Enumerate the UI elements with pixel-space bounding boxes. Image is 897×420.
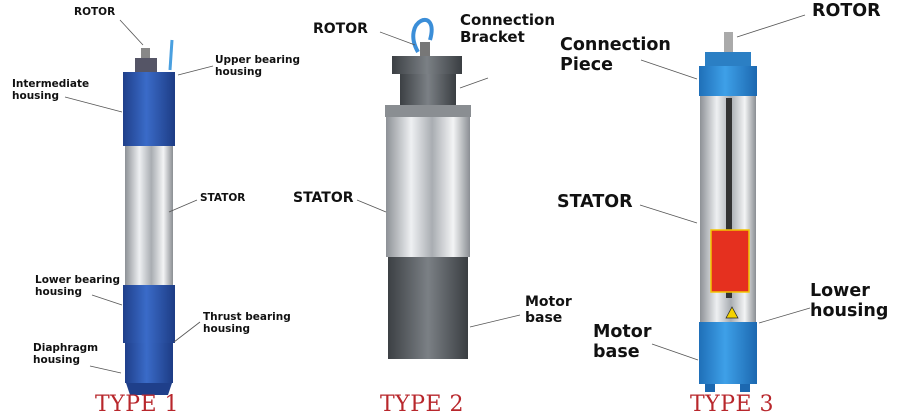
type2-motor-base-label: Motor base (525, 294, 572, 326)
leader-lines (64, 14, 811, 374)
type3-motor-base-label: Motor base (593, 322, 652, 362)
type3-title: TYPE 3 (690, 392, 775, 417)
type1-title: TYPE 1 (95, 392, 180, 417)
type1-stator-label: STATOR (200, 192, 246, 204)
type1-thrust-bearing-label: Thrust bearing housing (203, 311, 291, 335)
type1-intermediate-label: Intermediate housing (12, 78, 90, 102)
type1-upper-bearing-label: Upper bearing housing (215, 54, 301, 78)
type1-motor (123, 39, 175, 395)
type2-motor (385, 18, 471, 359)
type2-stator-label: STATOR (293, 190, 354, 206)
type1-rotor-label: ROTOR (74, 6, 116, 18)
type1-diaphragm-label: Diaphragm housing (33, 342, 99, 366)
type1-lower-bearing-label: Lower bearing housing (35, 274, 121, 298)
type3-stator-label: STATOR (557, 192, 633, 212)
type2-title: TYPE 2 (380, 392, 465, 417)
type3-lower-housing-label: Lower housing (810, 281, 889, 321)
type3-rotor-label: ROTOR (812, 1, 881, 21)
type2-connection-bracket-label: Connection Bracket (460, 11, 556, 46)
type3-motor (699, 32, 757, 392)
type2-rotor-label: ROTOR (313, 21, 368, 37)
type3-connection-piece-label: Connection Piece (560, 35, 671, 75)
